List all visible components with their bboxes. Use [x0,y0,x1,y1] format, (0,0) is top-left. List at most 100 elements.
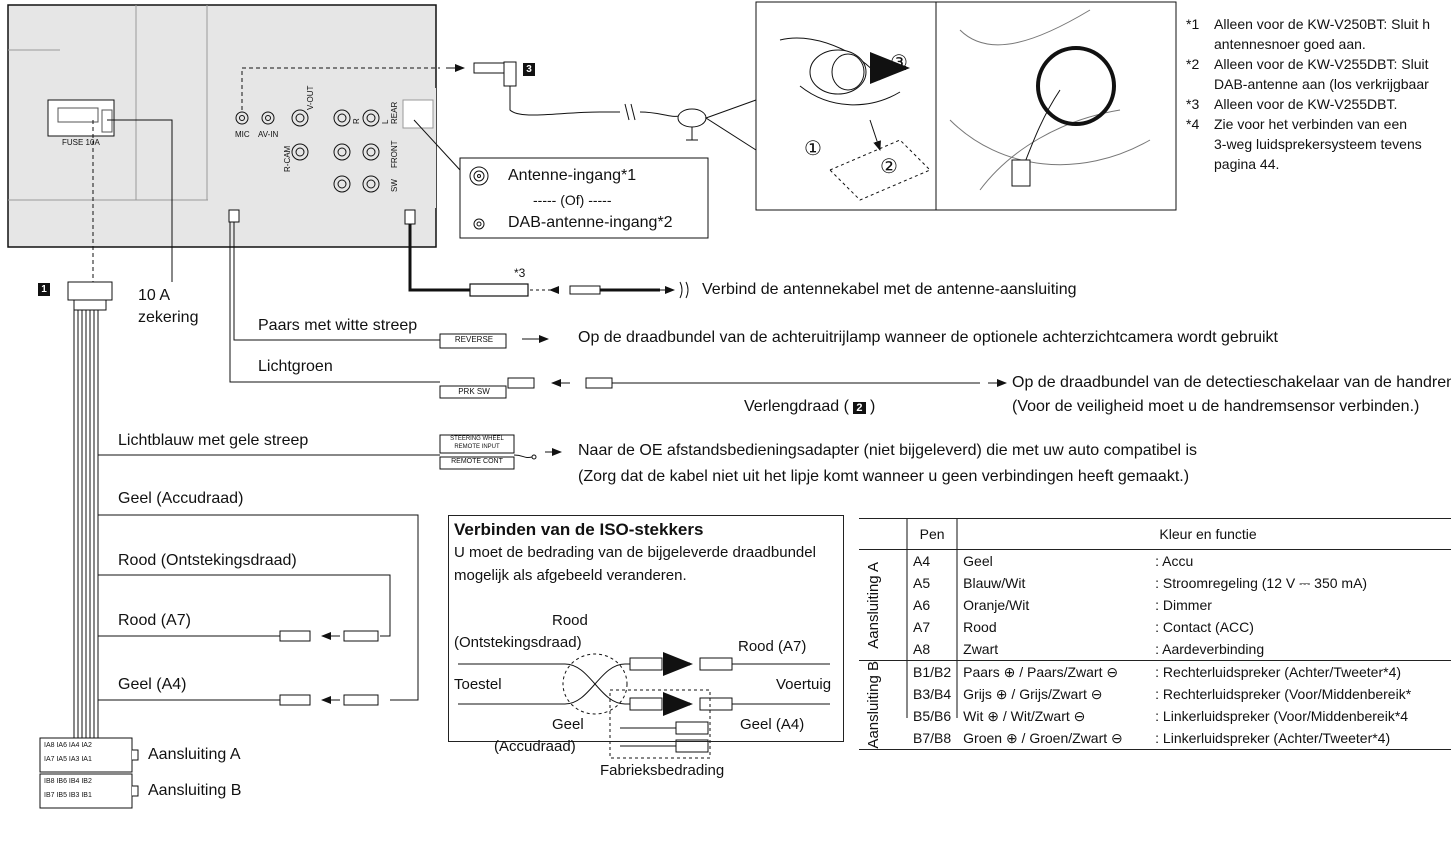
table-cell-color: Wit ⊕ / Wit/Zwart ⊖ [963,707,1086,724]
table-row: A6 Oranje/Wit : Dimmer [859,594,1451,616]
dab-antenna-input-label: DAB-antenne-ingang*2 [508,214,673,231]
footnote-2-line-2: DAB-antenne aan (los verkrijgbaar [1214,76,1429,92]
antenna-cable-instruction: Verbind de antennekabel met de antenne-a… [702,281,1077,298]
connector-a-pins-top: IA8 IA6 IA4 IA2 [44,742,92,749]
iso-device-label: Toestel [454,676,502,693]
wire-light-blue-label: Lichtblauw met gele streep [118,432,309,449]
iso-title: Verbinden van de ISO-stekkers [454,520,704,539]
table-cell-function: : Aardeverbinding [1155,641,1265,657]
callout-number-2: 2 [853,402,866,414]
fuse-panel-label: FUSE 10A [62,138,100,147]
remote-input-tag: REMOTE INPUT [454,444,500,450]
connector-b-label: Aansluiting B [148,782,242,799]
table-cell-pin: B1/B2 [913,664,952,680]
callout-number-1: 1 [38,283,50,296]
fuse-amp-label: 10 A [138,287,171,304]
footnote-3-line-1: Alleen voor de KW-V255DBT. [1214,96,1398,112]
iso-ignition-label: (Ontstekingsdraad) [454,634,582,651]
table-cell-pin: A4 [913,553,931,569]
reverse-description: Op de draadbundel van de achteruitrijlam… [578,329,1278,346]
table-cell-function: : Linkerluidspreker (Voor/Middenbereik*4 [1155,708,1409,724]
wire-light-green-label: Lichtgroen [258,358,333,375]
microphone-cable [241,61,707,141]
table-cell-color: Geel [963,553,993,569]
footnote-4-key: *4 [1186,116,1200,132]
table-cell-function: : Rechterluidspreker (Achter/Tweeter*4) [1155,664,1402,680]
wire-yellow-a4-label: Geel (A4) [118,676,187,693]
r-label: R [352,118,361,124]
table-cell-pin: B5/B6 [913,708,952,724]
table-cell-function: : Linkerluidspreker (Achter/Tweeter*4) [1155,730,1391,746]
table-row: A7 Rood : Contact (ACC) [859,616,1451,638]
steering-remote-wire [98,434,562,470]
table-cell-function: : Dimmer [1155,597,1212,613]
footnote-3-marker: *3 [514,266,526,280]
table-cell-color: Zwart [963,641,999,657]
table-cell-function: : Rechterluidspreker (Voor/Middenbereik* [1155,686,1412,702]
footnote-4-line-3: pagina 44. [1214,156,1280,172]
sw-label: SW [390,179,399,192]
table-cell-function: : Contact (ACC) [1155,619,1254,635]
av-in-jack-label: AV-IN [258,130,279,139]
reverse-tag: REVERSE [454,335,494,344]
wire-harness-bundle [73,309,99,747]
l-label: L [381,119,390,124]
footnote-1-line-2: antennesnoer goed aan. [1214,36,1366,52]
footnote-4-line-1: Zie voor het verbinden van een [1214,116,1408,132]
remote-description-2: (Zorg dat de kabel niet uit het lipje ko… [578,468,1190,485]
footnote-4-line-2: 3-weg luidsprekersysteem tevens [1214,136,1422,152]
iso-rewire-diagram [458,652,830,759]
iso-red-a7-label: Rood (A7) [738,638,807,655]
table-cell-function: : Accu [1155,553,1194,569]
table-cell-color: Groen ⊕ / Groen/Zwart ⊖ [963,729,1123,746]
remote-cont-tag: REMOTE CONT [451,458,503,465]
connector-b-pins-bottom: IB7 IB5 IB3 IB1 [44,792,92,799]
footnote-1-key: *1 [1186,16,1200,32]
table-header-color-function: Kleur en functie [957,518,1451,550]
panel-plug-right [404,209,416,225]
table-cell-pin: B3/B4 [913,686,952,702]
table-header-empty [859,518,907,550]
table-row: Aansluiting B B1/B2 Paars ⊕ / Paars/Zwar… [859,660,1451,750]
mic-install-inset [755,1,1177,211]
wire-red-a7-label: Rood (A7) [118,612,191,629]
mic-jack-label: MIC [235,130,250,139]
table-cell-pin: A8 [913,641,931,657]
connector-a-pins-bottom: IA7 IA5 IA3 IA1 [44,756,92,763]
antenna-jack-icons [469,166,489,230]
iso-vehicle-label: Voertuig [776,676,832,693]
extension-wire-close: ) [870,398,876,415]
step-2-marker: ② [880,156,898,178]
wire-yellow-battery-label: Geel (Accudraad) [118,490,244,507]
group-a-label: Aansluiting A [865,561,882,649]
yellow-a4-wire [98,694,379,706]
front-label: FRONT [390,140,399,168]
prk-sw-tag: PRK SW [458,387,490,396]
pin-table-frame [906,518,958,718]
iso-instruction-2: mogelijk als afgebeeld veranderen. [454,567,687,584]
callout-number-3: 3 [523,63,535,76]
table-cell-pin: A5 [913,575,931,591]
table-cell-color: Oranje/Wit [963,597,1030,613]
table-row: A8 Zwart : Aardeverbinding [859,638,1451,661]
connector-a-label: Aansluiting A [148,746,241,763]
parking-brake-description-2: (Voor de veiligheid moet u de handremsen… [1012,398,1420,415]
table-cell-color: Rood [963,619,997,635]
footnote-2-line-1: Alleen voor de KW-V255DBT: Sluit [1214,56,1429,72]
footnote-3-key: *3 [1186,96,1200,112]
yellow-battery-wire [98,514,419,701]
table-cell-color: Blauw/Wit [963,575,1026,591]
antenna-input-label: Antenne-ingang*1 [508,167,637,184]
iso-connectors [39,737,139,809]
harness-top-connector [67,281,113,311]
table-cell-pin: A6 [913,597,931,613]
head-unit-rear-panel [7,4,437,248]
pin-function-table: Pen Kleur en functie Aansluiting A A4 Ge… [859,518,1451,750]
iso-factory-wiring-label: Fabrieksbedrading [600,762,725,779]
table-cell-pin: A7 [913,619,931,635]
antenna-input-box [459,157,709,239]
